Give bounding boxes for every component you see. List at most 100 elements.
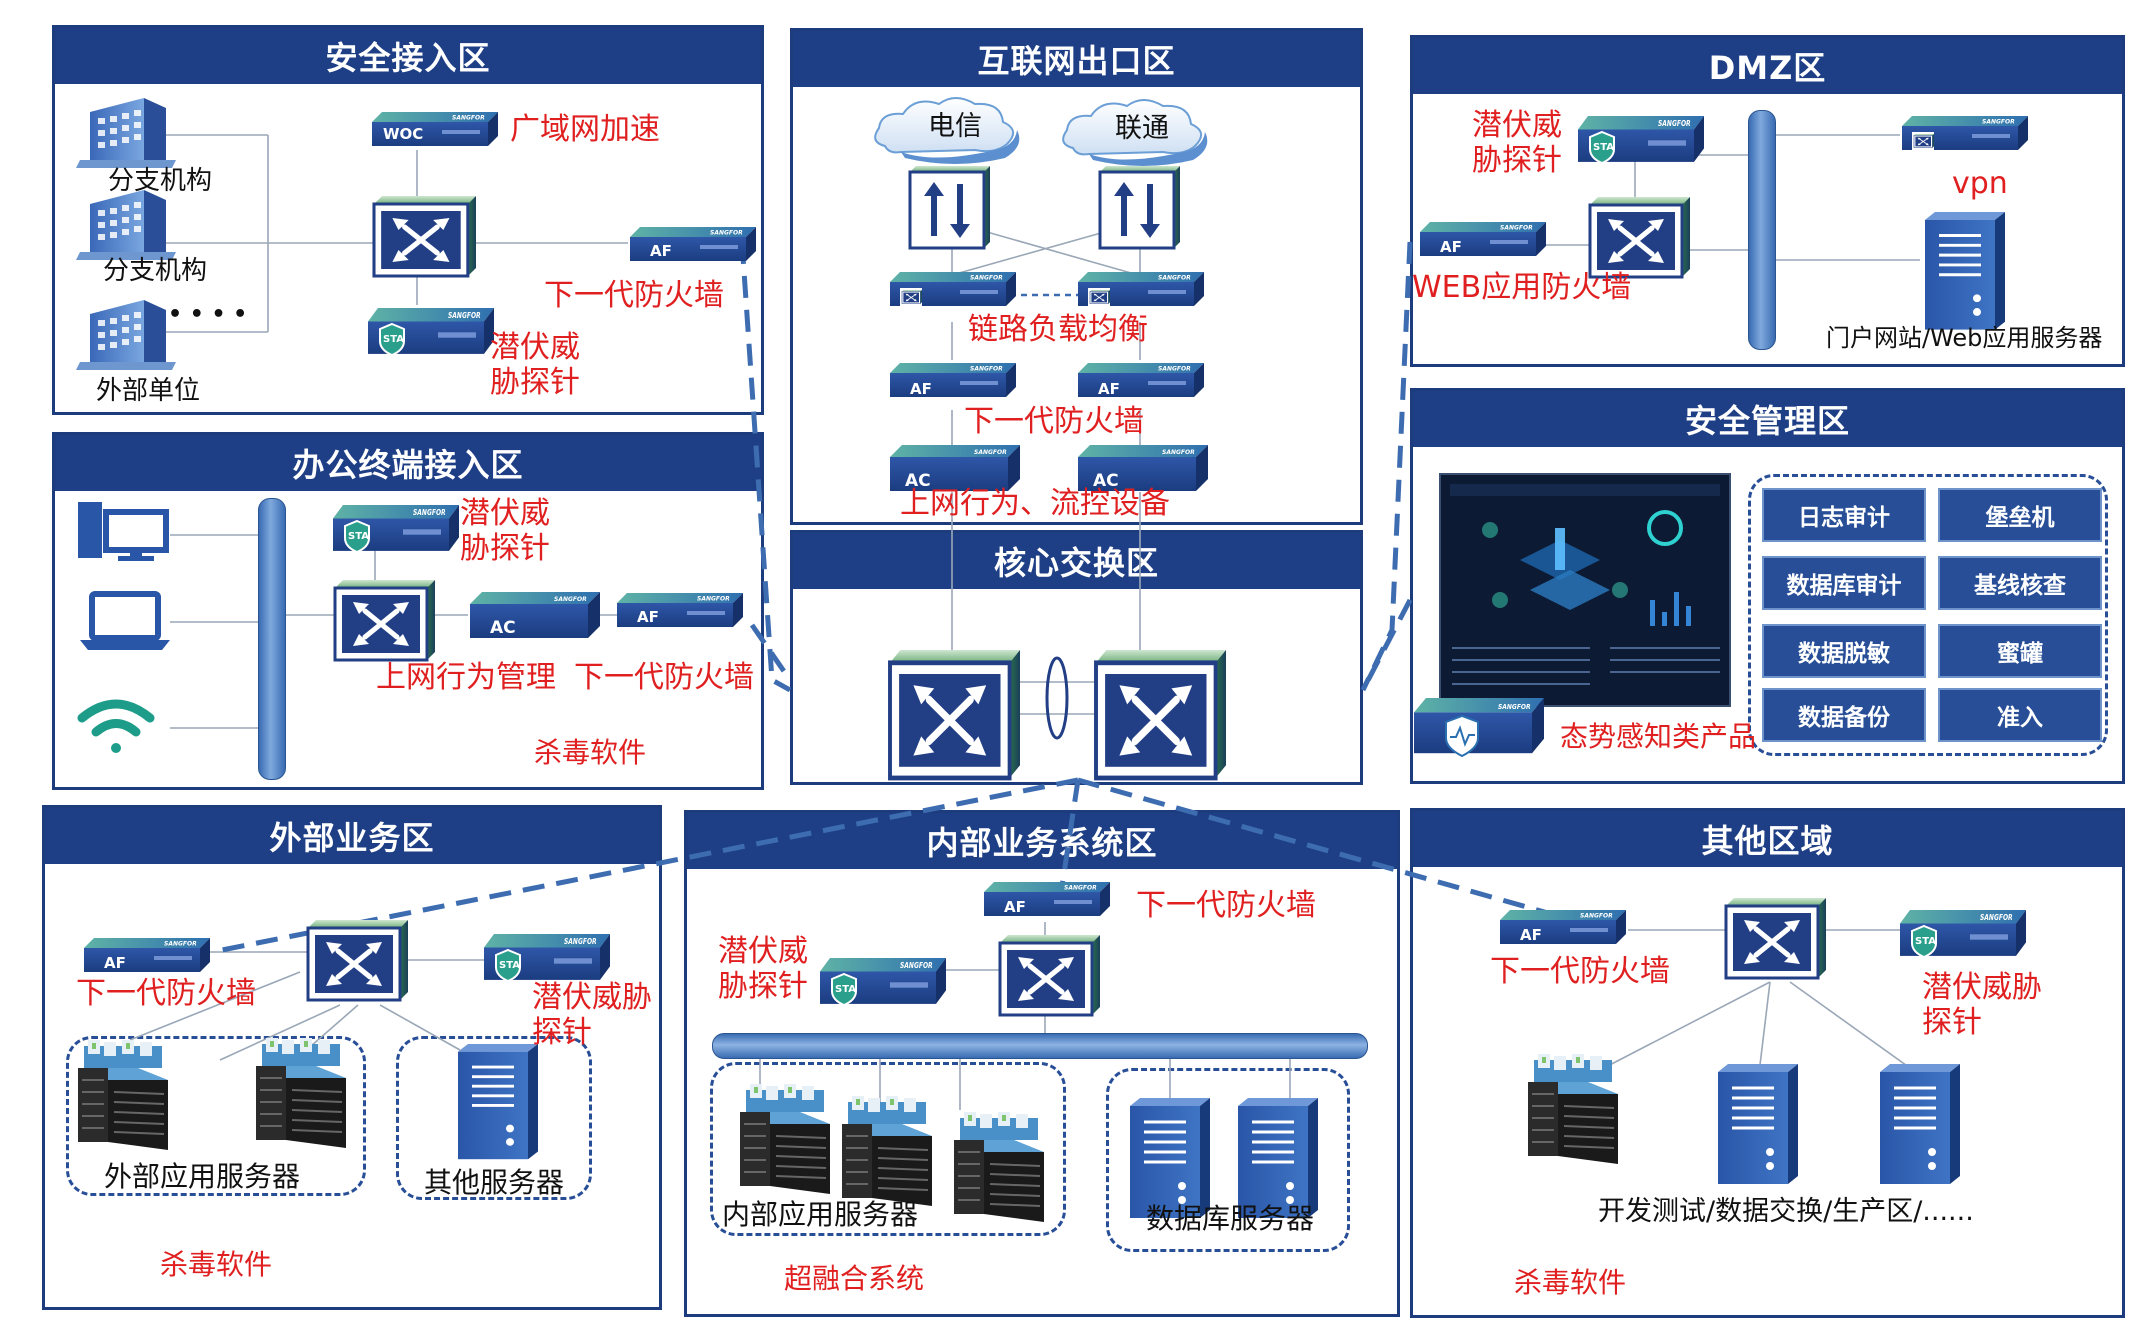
switch-icon — [1000, 935, 1100, 1015]
ext-other-servers-label: 其他服务器 — [424, 1166, 565, 1199]
firewall-af: AF — [630, 227, 756, 261]
zone-title: 互联网出口区 — [793, 31, 1360, 87]
server-icon — [1236, 1096, 1320, 1220]
ngfw-label: 下一代防火墙 — [544, 278, 724, 313]
ext-ngfw-label: 下一代防火墙 — [76, 976, 256, 1011]
rack-icon — [255, 1037, 347, 1149]
int-ngfw-label: 下一代防火墙 — [1136, 888, 1316, 923]
zone-title: 安全管理区 — [1413, 391, 2122, 447]
server-icon — [1923, 210, 2007, 332]
ac-badge: AC — [905, 471, 931, 491]
firewall-af: AF — [617, 593, 743, 627]
ext-sta-label: 潜伏威胁 探针 — [532, 980, 652, 1051]
int-db-servers-label: 数据库服务器 — [1146, 1202, 1315, 1235]
branch-office-label: 分支机构 — [108, 166, 213, 196]
af-badge: AF — [104, 954, 126, 972]
zone-title: 外部业务区 — [45, 808, 659, 864]
service-baseline-check: 基线核查 — [1938, 556, 2102, 610]
af-badge: AF — [1098, 380, 1120, 398]
isp-unicom-label: 联通 — [1115, 113, 1169, 144]
more-branches-ellipsis: • • • • — [168, 302, 248, 327]
connection-lines — [129, 134, 1920, 1110]
ac-badge: AC — [1093, 471, 1119, 491]
service-bastion-host: 堡垒机 — [1938, 488, 2102, 542]
waf-label: WEB应用防火墙 — [1412, 270, 1632, 305]
firewall-af: AF — [890, 363, 1016, 398]
external-unit-label: 外部单位 — [96, 376, 201, 406]
af-badge: AF — [650, 242, 672, 260]
office-ngfw-label: 下一代防火墙 — [574, 660, 754, 695]
dmz-backbone-bar — [1748, 110, 1776, 350]
sta-badge: STA — [383, 334, 404, 345]
rack-icon — [1527, 1053, 1619, 1165]
ext-other-server-group — [396, 1036, 592, 1200]
zone-title: 安全接入区 — [55, 28, 761, 84]
oth-antivirus-label: 杀毒软件 — [1514, 1266, 1627, 1299]
zone-title: 核心交换区 — [793, 533, 1360, 589]
server-icon — [1878, 1062, 1962, 1186]
load-balancer-device — [1078, 272, 1204, 306]
server-icon — [1716, 1062, 1800, 1186]
core-switch-icon — [1096, 650, 1226, 778]
core-switch-icon — [890, 650, 1020, 778]
zone-other: 其他区域 — [1410, 808, 2125, 1318]
branch-office-label: 分支机构 — [103, 256, 208, 286]
sta-probe: STA — [1578, 116, 1704, 164]
service-data-masking: 数据脱敏 — [1762, 624, 1926, 678]
office-backbone-bar — [258, 498, 286, 780]
af-badge: AF — [637, 608, 659, 626]
firewall-af: AF — [84, 938, 210, 972]
zone-core-switching: 核心交换区 — [790, 530, 1363, 785]
sta-badge: STA — [348, 531, 369, 542]
building-icon — [76, 190, 176, 260]
int-app-servers-label: 内部应用服务器 — [722, 1198, 919, 1231]
dmz-sta-label: 潜伏威 胁探针 — [1472, 108, 1562, 179]
sta-badge: STA — [499, 960, 520, 971]
ac-inet-label: 上网行为、流控设备 — [900, 486, 1170, 521]
building-icon — [76, 300, 176, 370]
behavior-mgmt-ac: AC — [470, 592, 600, 638]
internal-backbone-bar — [712, 1033, 1368, 1059]
ext-app-servers-label: 外部应用服务器 — [104, 1160, 301, 1193]
ngfw-inet-label: 下一代防火墙 — [964, 404, 1144, 439]
int-sta-label: 潜伏威 胁探针 — [718, 934, 808, 1005]
sta-probe: STA — [333, 505, 459, 553]
sta-badge: STA — [835, 984, 856, 995]
situation-awareness-device — [1414, 698, 1544, 758]
rack-icon — [77, 1039, 169, 1151]
router-icon — [910, 166, 990, 248]
oth-sta-label: 潜伏威胁 探针 — [1922, 970, 2042, 1041]
isp-telecom-label: 电信 — [928, 111, 982, 142]
sta-badge: STA — [1915, 936, 1936, 947]
int-app-server-group — [710, 1062, 1066, 1236]
link-lb-label: 链路负载均衡 — [968, 312, 1148, 347]
waf-device: AF — [1420, 222, 1546, 256]
load-balancer-device — [890, 272, 1016, 306]
rack-icon — [739, 1083, 831, 1195]
woc-badge: WOC — [383, 125, 423, 143]
af-badge: AF — [910, 380, 932, 398]
router-icon — [1100, 166, 1180, 248]
int-db-server-group — [1106, 1068, 1350, 1252]
zone-title: 办公终端接入区 — [55, 435, 761, 491]
portal-server-label: 门户网站/Web应用服务器 — [1826, 324, 2103, 352]
office-antivirus-label: 杀毒软件 — [534, 736, 647, 769]
mgmt-services-group — [1748, 474, 2108, 756]
switch-icon — [1726, 898, 1826, 978]
sta-badge: STA — [1593, 142, 1614, 153]
building-icon — [76, 98, 176, 168]
rack-icon — [953, 1111, 1045, 1223]
ext-antivirus-label: 杀毒软件 — [160, 1248, 273, 1281]
zone-title: 内部业务系统区 — [687, 813, 1397, 869]
service-data-backup: 数据备份 — [1762, 688, 1926, 742]
sta-probe: STA — [368, 308, 494, 356]
firewall-af: AF — [984, 882, 1110, 916]
laptop-icon — [80, 591, 170, 650]
switch-icon — [308, 920, 408, 1000]
oth-env-label: 开发测试/数据交换/生产区/...... — [1598, 1196, 1974, 1227]
service-log-audit: 日志审计 — [1762, 488, 1926, 542]
hci-label: 超融合系统 — [784, 1262, 925, 1295]
server-icon — [456, 1042, 540, 1161]
link-aggregation-ring — [1045, 656, 1069, 740]
